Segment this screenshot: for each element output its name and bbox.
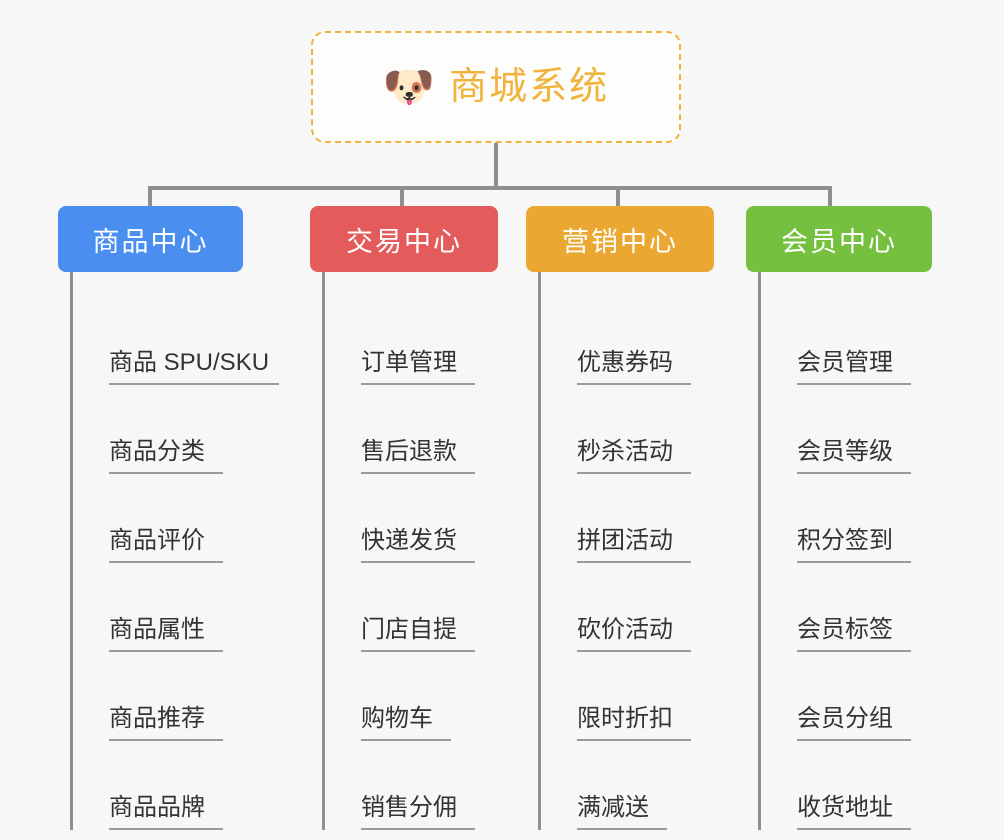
leaf-item[interactable]: 会员等级: [761, 385, 962, 474]
leaf-label: 商品推荐: [109, 705, 223, 741]
leaf-item[interactable]: 门店自提: [325, 563, 526, 652]
leaf-item[interactable]: 商品分类: [73, 385, 288, 474]
leaf-list-0: 商品 SPU/SKU 商品分类 商品评价 商品属性 商品推荐 商品品牌: [70, 272, 288, 830]
leaf-item[interactable]: 商品推荐: [73, 652, 288, 741]
connector-root-stem: [494, 143, 498, 188]
leaf-item[interactable]: 商品 SPU/SKU: [73, 296, 288, 385]
root-title: 商城系统: [449, 66, 610, 108]
leaf-label: 快递发货: [361, 527, 475, 563]
leaf-item[interactable]: 订单管理: [325, 296, 526, 385]
leaf-item[interactable]: 会员管理: [761, 296, 962, 385]
leaf-label: 商品分类: [109, 438, 223, 474]
leaf-item[interactable]: 商品评价: [73, 474, 288, 563]
leaf-list-2: 优惠券码 秒杀活动 拼团活动 砍价活动 限时折扣 满减送: [538, 272, 742, 830]
leaf-label: 商品 SPU/SKU: [109, 349, 280, 385]
leaf-label: 优惠券码: [577, 349, 691, 385]
leaf-list-1: 订单管理 售后退款 快递发货 门店自提 购物车 销售分佣: [322, 272, 526, 830]
spine-gap: [761, 272, 962, 296]
leaf-item[interactable]: 秒杀活动: [541, 385, 742, 474]
branch-header-label-1: 交易中心: [346, 226, 462, 257]
leaf-label: 限时折扣: [577, 705, 691, 741]
connector-drop-2: [616, 186, 620, 208]
leaf-label: 拼团活动: [577, 527, 691, 563]
root-node[interactable]: 🐶 商城系统: [311, 31, 681, 143]
leaf-label: 售后退款: [361, 438, 475, 474]
leaf-label: 砍价活动: [577, 616, 691, 652]
branch-header-label-3: 会员中心: [781, 226, 897, 257]
leaf-item[interactable]: 积分签到: [761, 474, 962, 563]
leaf-label: 门店自提: [361, 616, 475, 652]
leaf-item[interactable]: 商品属性: [73, 563, 288, 652]
leaf-label: 秒杀活动: [577, 438, 691, 474]
leaf-label: 购物车: [361, 705, 451, 741]
branch-column-1: 交易中心 订单管理 售后退款 快递发货 门店自提 购物车 销售分佣: [310, 206, 526, 830]
leaf-item[interactable]: 快递发货: [325, 474, 526, 563]
leaf-item[interactable]: 拼团活动: [541, 474, 742, 563]
spine-gap: [73, 272, 288, 296]
branch-column-3: 会员中心 会员管理 会员等级 积分签到 会员标签 会员分组 收货地址: [746, 206, 962, 830]
branch-header-3[interactable]: 会员中心: [746, 206, 932, 272]
leaf-label: 商品评价: [109, 527, 223, 563]
leaf-label: 收货地址: [797, 794, 911, 830]
leaf-item[interactable]: 优惠券码: [541, 296, 742, 385]
leaf-list-3: 会员管理 会员等级 积分签到 会员标签 会员分组 收货地址: [758, 272, 962, 830]
leaf-label: 会员管理: [797, 349, 911, 385]
connector-drop-1: [400, 186, 404, 208]
branch-column-2: 营销中心 优惠券码 秒杀活动 拼团活动 砍价活动 限时折扣 满减送: [526, 206, 742, 830]
leaf-label: 会员分组: [797, 705, 911, 741]
leaf-label: 会员等级: [797, 438, 911, 474]
leaf-label: 积分签到: [797, 527, 911, 563]
connector-drop-3: [828, 186, 832, 208]
leaf-label: 商品品牌: [109, 794, 223, 830]
leaf-label: 订单管理: [361, 349, 475, 385]
leaf-label: 销售分佣: [361, 794, 475, 830]
spine-gap: [325, 272, 526, 296]
branch-header-0[interactable]: 商品中心: [58, 206, 243, 272]
branch-header-label-0: 商品中心: [92, 226, 209, 257]
leaf-item[interactable]: 会员标签: [761, 563, 962, 652]
leaf-item[interactable]: 销售分佣: [325, 741, 526, 830]
connector-horizontal-bus: [148, 186, 832, 190]
branch-header-1[interactable]: 交易中心: [310, 206, 498, 272]
leaf-item[interactable]: 购物车: [325, 652, 526, 741]
branch-header-2[interactable]: 营销中心: [526, 206, 714, 272]
leaf-item[interactable]: 售后退款: [325, 385, 526, 474]
leaf-label: 会员标签: [797, 616, 911, 652]
leaf-item[interactable]: 满减送: [541, 741, 742, 830]
branch-header-label-2: 营销中心: [562, 226, 678, 257]
spine-gap: [541, 272, 742, 296]
branch-column-0: 商品中心 商品 SPU/SKU 商品分类 商品评价 商品属性 商品推荐 商品品牌: [58, 206, 288, 830]
connector-drop-0: [148, 186, 152, 208]
leaf-item[interactable]: 砍价活动: [541, 563, 742, 652]
leaf-item[interactable]: 收货地址: [761, 741, 962, 830]
shiba-dog-face-icon: 🐶: [382, 63, 436, 110]
leaf-item[interactable]: 限时折扣: [541, 652, 742, 741]
leaf-label: 满减送: [577, 794, 667, 830]
leaf-label: 商品属性: [109, 616, 223, 652]
leaf-item[interactable]: 会员分组: [761, 652, 962, 741]
leaf-item[interactable]: 商品品牌: [73, 741, 288, 830]
